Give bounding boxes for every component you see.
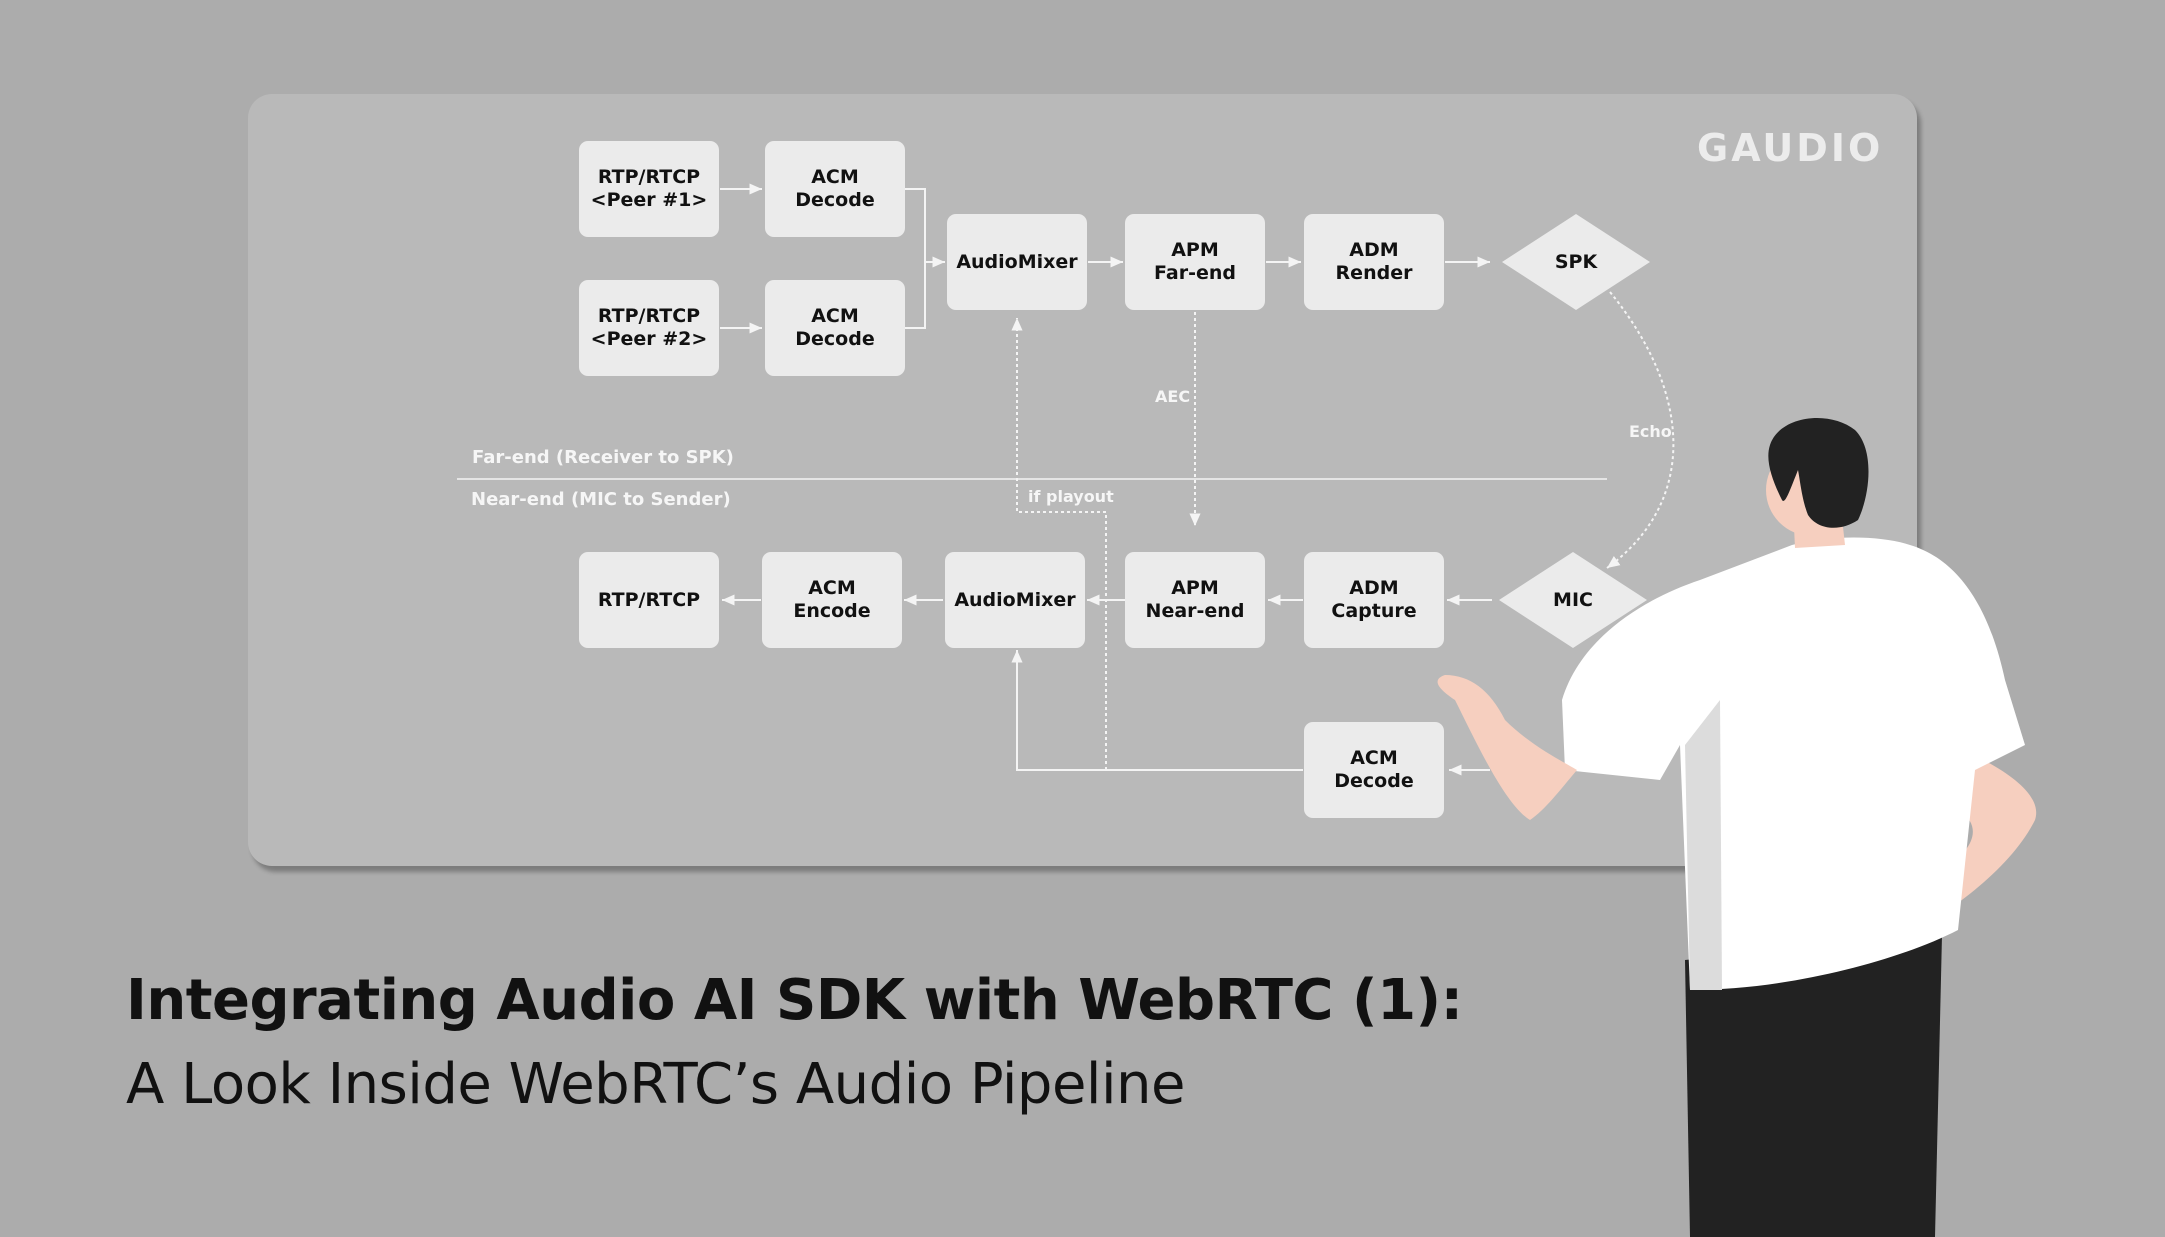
spk-diamond — [1502, 214, 1650, 310]
person-shirt — [1562, 537, 2025, 990]
acm-decode-peer2-box: ACM Decode — [765, 280, 905, 376]
page-title: Integrating Audio AI SDK with WebRTC (1)… — [126, 968, 1463, 1033]
apm-far-end-box: APM Far-end — [1125, 214, 1265, 310]
edge-if-playout-dotted — [1011, 318, 1107, 770]
adm-capture-box: ADM Capture — [1304, 552, 1444, 648]
edge-near-decode-mixer — [1011, 650, 1303, 771]
page-subtitle: A Look Inside WebRTC’s Audio Pipeline — [126, 1052, 1185, 1117]
person-pointing-arm — [1437, 675, 1577, 820]
edge-acm2-mixer — [905, 262, 926, 329]
rtp-rtcp-near-box: RTP/RTCP — [579, 552, 719, 648]
mic-diamond — [1499, 552, 1647, 648]
gaudio-logo: GAUDIO — [1697, 126, 1884, 170]
audio-mixer-far-box: AudioMixer — [947, 214, 1087, 310]
person-shirt-shade — [1685, 700, 1722, 990]
edge-acm1-mixer — [905, 188, 926, 262]
spk-label: SPK — [1554, 251, 1598, 273]
acm-encode-box: ACM Encode — [762, 552, 902, 648]
if-playout-label: if playout — [1028, 487, 1114, 506]
person-hair — [1768, 418, 1869, 528]
far-end-region-label: Far-end (Receiver to SPK) — [472, 447, 734, 468]
aec-label: AEC — [1155, 387, 1191, 406]
rtp-rtcp-peer1-box: RTP/RTCP <Peer #1> — [579, 141, 719, 237]
rtp-rtcp-peer2-box: RTP/RTCP <Peer #2> — [579, 280, 719, 376]
echo-label: Echo — [1629, 422, 1672, 441]
person-trousers — [1685, 935, 1942, 1237]
edge-echo-dotted — [1606, 291, 1675, 569]
acm-decode-near-box: ACM Decode — [1304, 722, 1444, 818]
adm-render-box: ADM Render — [1304, 214, 1444, 310]
audio-mixer-near-box: AudioMixer — [945, 552, 1085, 648]
near-end-region-label: Near-end (MIC to Sender) — [471, 489, 731, 510]
acm-decode-peer1-box: ACM Decode — [765, 141, 905, 237]
mic-label: MIC — [1553, 589, 1593, 611]
apm-near-end-box: APM Near-end — [1125, 552, 1265, 648]
